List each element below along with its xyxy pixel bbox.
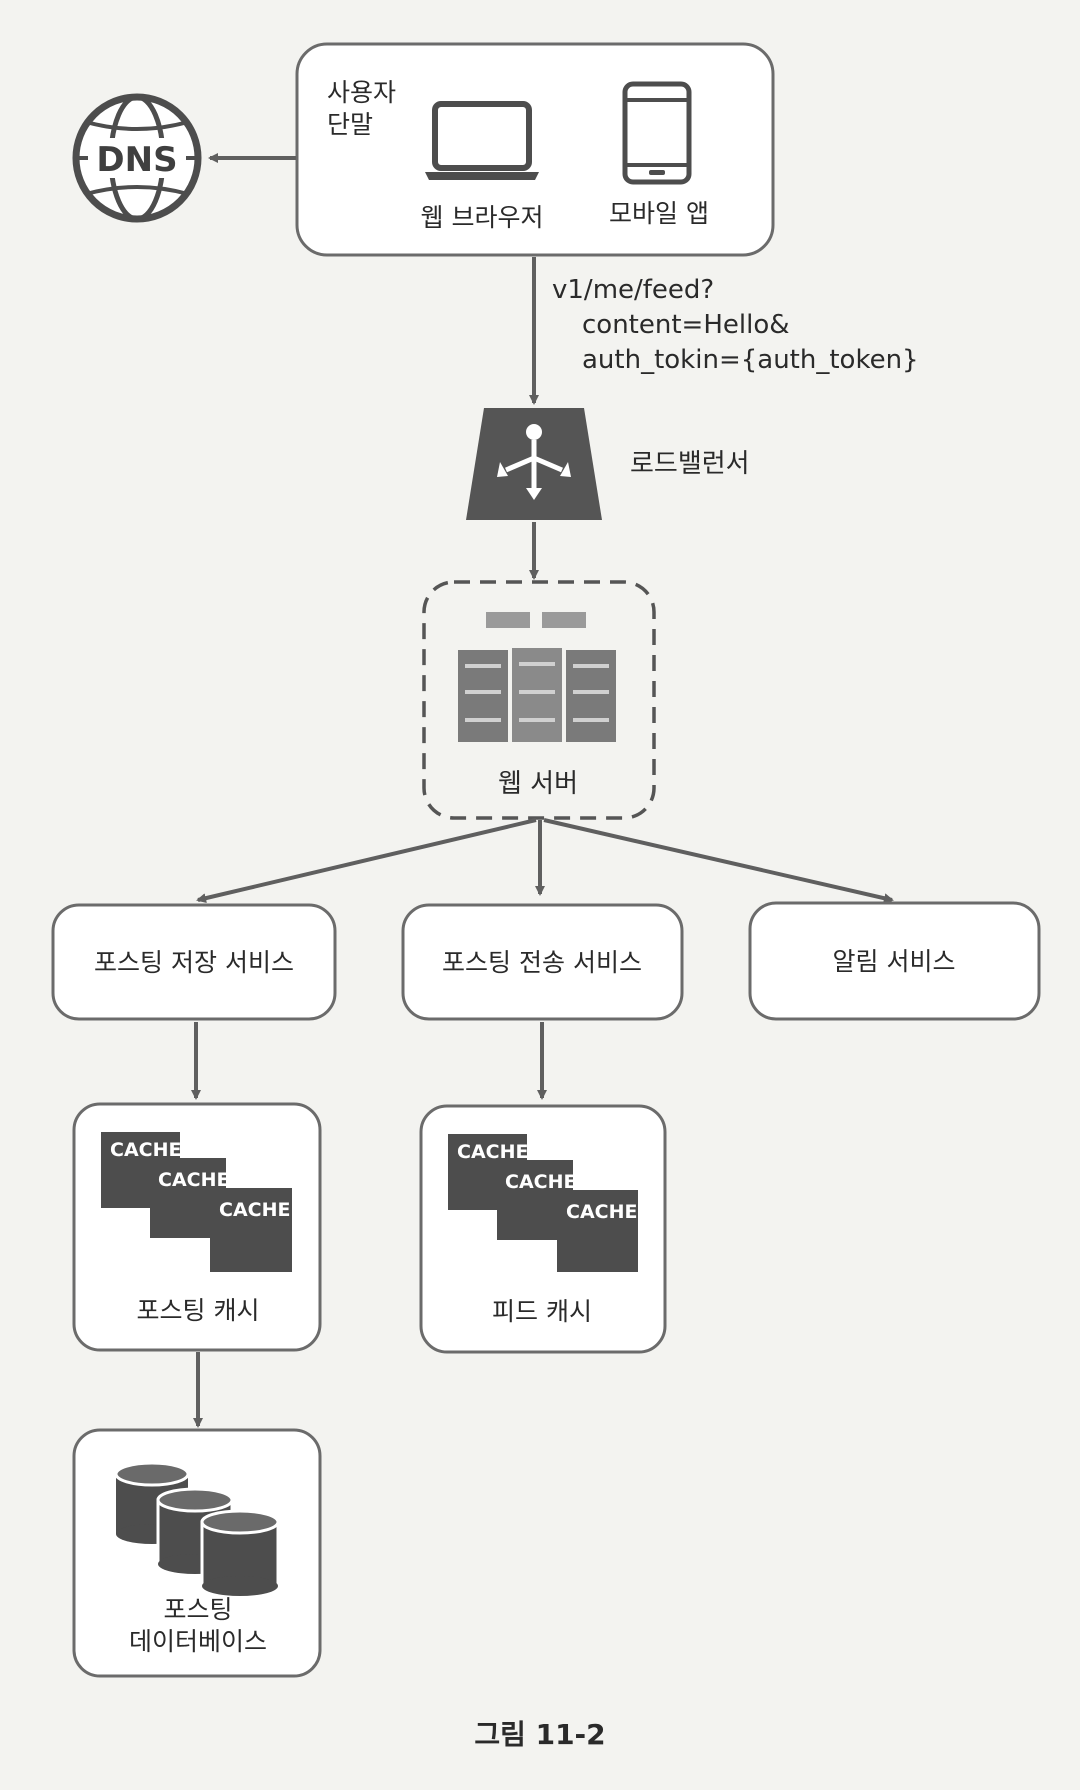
post-storage-service-box: 포스팅 저장 서비스 xyxy=(51,903,337,1021)
post-database-label-line1: 포스팅 xyxy=(163,1595,232,1624)
client-devices-box: 사용자 단말 웹 브라우저 모바일 앱 xyxy=(295,42,775,257)
cache-word-2: CACHE xyxy=(505,1171,576,1193)
cache-stack-icon: CACHE CACHE CACHE xyxy=(101,1132,292,1272)
dns-label: DNS xyxy=(96,140,177,180)
cache-word-1: CACHE xyxy=(110,1139,181,1161)
web-browser-label: 웹 브라우저 xyxy=(421,203,544,232)
arrow-web-to-post-storage xyxy=(196,818,537,904)
post-fanout-service-label: 포스팅 전송 서비스 xyxy=(442,948,642,977)
notification-service-label: 알림 서비스 xyxy=(833,947,956,976)
post-fanout-service-box: 포스팅 전송 서비스 xyxy=(401,903,684,1021)
web-server-label: 웹 서버 xyxy=(498,769,578,799)
post-database-box: 포스팅 데이터베이스 xyxy=(72,1428,322,1678)
client-label-line1: 사용자 xyxy=(327,78,396,107)
cache-word-1: CACHE xyxy=(457,1141,528,1163)
request-line3: auth_tokin={auth_token} xyxy=(582,345,919,375)
laptop-icon xyxy=(425,101,539,180)
post-storage-service-label: 포스팅 저장 서비스 xyxy=(94,948,294,977)
cache-word-3: CACHE xyxy=(566,1201,637,1223)
request-line1: v1/me/feed? xyxy=(552,275,714,305)
cache-stack-icon: CACHE CACHE CACHE xyxy=(448,1134,638,1272)
post-database-label-line2: 데이터베이스 xyxy=(129,1627,267,1656)
post-cache-box: CACHE CACHE CACHE 포스팅 캐시 xyxy=(72,1102,322,1352)
cache-word-2: CACHE xyxy=(158,1169,229,1191)
mobile-app-label: 모바일 앱 xyxy=(609,199,709,228)
database-cylinders-icon xyxy=(114,1461,280,1596)
client-label-line2: 단말 xyxy=(327,110,373,139)
mobile-device-icon xyxy=(622,81,692,185)
arrow-web-to-notification xyxy=(543,818,894,904)
server-rack-icon xyxy=(458,612,616,742)
notification-service-box: 알림 서비스 xyxy=(748,901,1041,1021)
feed-cache-box: CACHE CACHE CACHE 피드 캐시 xyxy=(419,1104,667,1354)
dns-globe-icon: DNS xyxy=(72,93,202,223)
load-balancer-label: 로드밸런서 xyxy=(630,449,750,479)
post-cache-label: 포스팅 캐시 xyxy=(137,1296,260,1325)
load-balancer-icon xyxy=(466,408,602,520)
figure-caption: 그림 11-2 xyxy=(474,1718,605,1751)
feed-cache-label: 피드 캐시 xyxy=(492,1297,592,1326)
request-line2: content=Hello& xyxy=(582,310,790,340)
cache-word-3: CACHE xyxy=(219,1199,290,1221)
web-server-box: 웹 서버 xyxy=(422,580,656,820)
